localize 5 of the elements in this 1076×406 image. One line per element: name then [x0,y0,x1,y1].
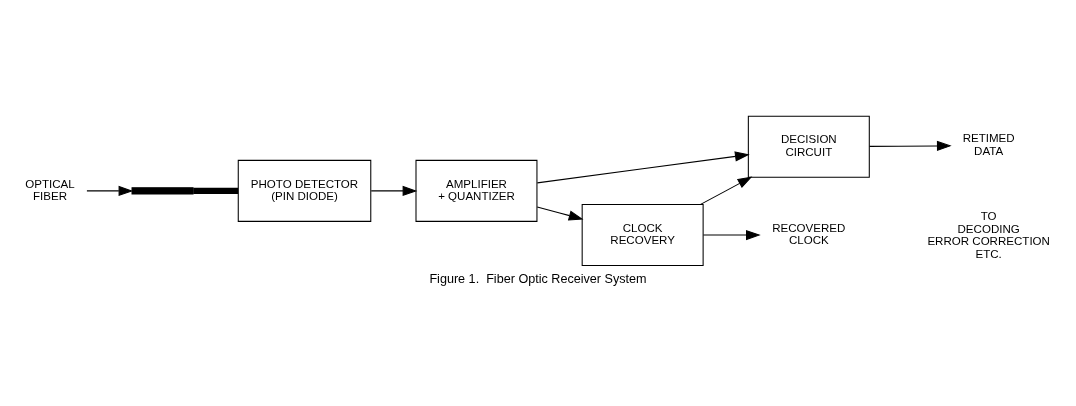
node-text: RETIMED DATA [962,131,1015,157]
node-text: OPTICAL FIBER [25,177,75,202]
caption: Figure 1. Fiber Optic Receiver System [429,271,647,286]
node-text: RECOVERED CLOCK [772,221,846,246]
label: TO DECODING ERROR CORRECTION ETC. [927,209,1050,260]
